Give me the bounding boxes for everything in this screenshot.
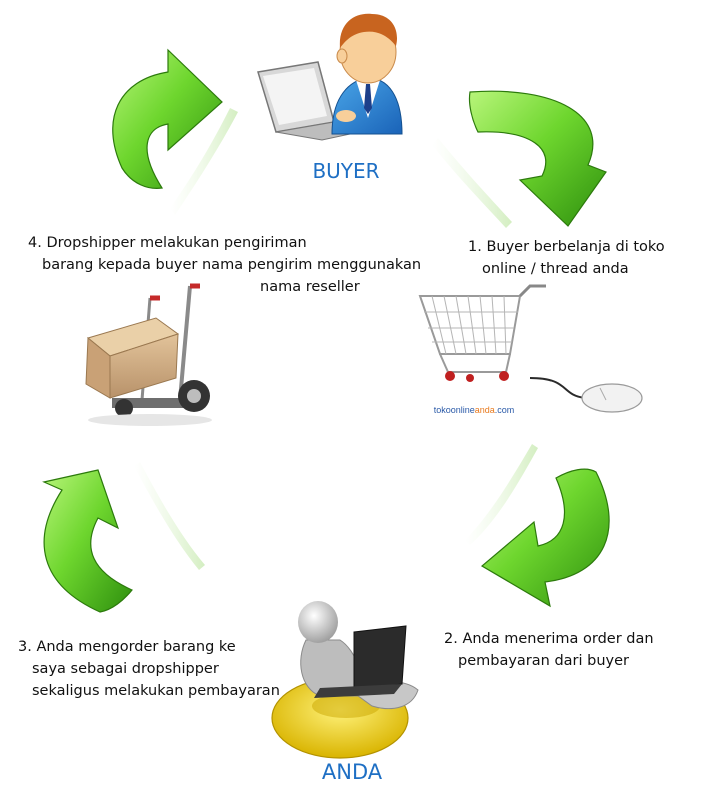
step-2-line-2: pembayaran dari buyer bbox=[458, 653, 629, 669]
truck-shadow bbox=[88, 414, 212, 426]
step-3-line-1: 3. Anda mengorder barang ke bbox=[18, 639, 236, 655]
step-2-line-1: 2. Anda menerima order dan bbox=[444, 631, 654, 647]
computer-mouse-icon bbox=[581, 383, 643, 413]
cardboard-box-icon bbox=[85, 317, 180, 399]
cycle-arrow-icon bbox=[465, 444, 610, 608]
shopping-cart-icon bbox=[418, 284, 546, 382]
seller-person-icon bbox=[271, 601, 419, 759]
brand-part-2: anda bbox=[475, 405, 495, 415]
role-label-anda: ANDA bbox=[322, 760, 383, 784]
step-2-text: 2. Anda menerima order dan pembayaran da… bbox=[444, 628, 654, 672]
cycle-arrow-icon bbox=[432, 90, 607, 228]
step-3-line-3: sekaligus melakukan pembayaran bbox=[32, 683, 280, 699]
step-1-line-1: 1. Buyer berbelanja di toko bbox=[468, 239, 665, 255]
step-4-line-1: 4. Dropshipper melakukan pengiriman bbox=[28, 235, 307, 251]
cycle-arrow-icon bbox=[42, 462, 205, 613]
role-label-buyer: BUYER bbox=[312, 159, 379, 183]
cart-brand-text: tokoonlineanda.com bbox=[434, 405, 515, 415]
step-3-line-2: saya sebagai dropshipper bbox=[32, 661, 219, 677]
step-4-line-2: barang kepada buyer nama pengirim menggu… bbox=[42, 257, 422, 273]
step-4-line-3: nama reseller bbox=[260, 279, 360, 295]
step-3-text: 3. Anda mengorder barang ke saya sebagai… bbox=[18, 636, 280, 702]
cycle-arrow-icon bbox=[112, 48, 238, 215]
step-1-text: 1. Buyer berbelanja di toko online / thr… bbox=[468, 236, 665, 280]
step-1-line-2: online / thread anda bbox=[482, 261, 629, 277]
mouse-cable bbox=[529, 377, 586, 399]
step-4-text: 4. Dropshipper melakukan pengiriman bara… bbox=[28, 232, 421, 298]
brand-part-1: tokoonline bbox=[434, 405, 475, 415]
buyer-person-icon bbox=[257, 13, 403, 141]
brand-part-3: .com bbox=[495, 405, 515, 415]
